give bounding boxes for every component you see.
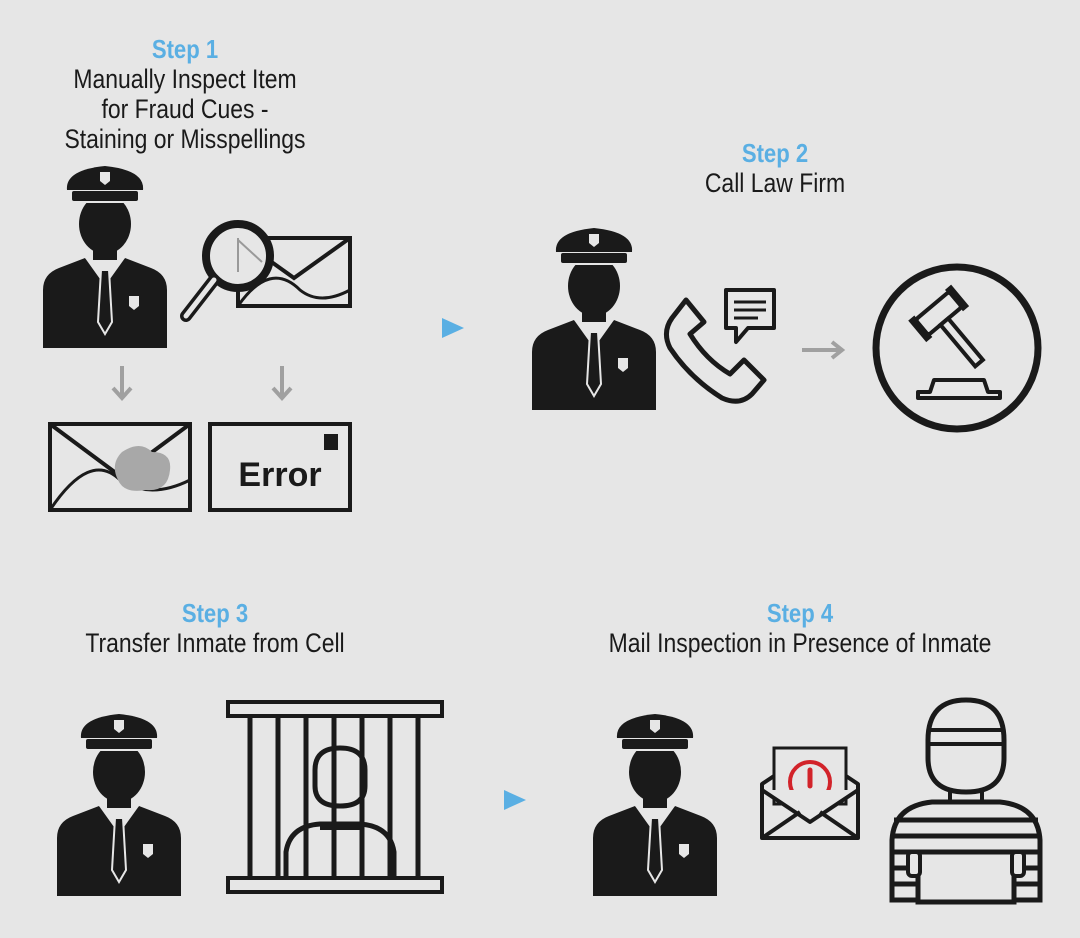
flow-arrow-icon: [442, 318, 464, 338]
stained-envelope-icon: [48, 422, 192, 512]
officer-icon-step-4: [592, 713, 718, 897]
step-3-block: Step 3 Transfer Inmate from Cell: [40, 598, 390, 658]
step-1-block: Step 1 Manually Inspect Item for Fraud C…: [20, 34, 350, 154]
down-arrow-icon: [111, 366, 293, 401]
officer-icon-step-3: [56, 713, 182, 897]
flow-arrow-icon: [504, 790, 526, 810]
inmate-icon: [889, 697, 1043, 905]
step-2-label: Step 2: [741, 138, 809, 168]
right-arrow-icon: [802, 340, 846, 360]
officer-icon-step-1: [42, 165, 168, 349]
step-4-label: Step 4: [766, 598, 834, 628]
phone-chat-icon: [664, 288, 776, 404]
gavel-icon: [872, 263, 1042, 433]
step-3-label: Step 3: [181, 598, 249, 628]
step-4-text: Mail Inspection in Presence of Inmate: [608, 628, 992, 658]
step-2-block: Step 2 Call Law Firm: [610, 138, 940, 198]
error-letter-icon: [208, 422, 352, 512]
step-1-text: Manually Inspect Item for Fraud Cues - S…: [64, 64, 306, 154]
step-3-text: Transfer Inmate from Cell: [85, 628, 345, 658]
step-1-label: Step 1: [151, 34, 219, 64]
step-4-block: Step 4 Mail Inspection in Presence of In…: [560, 598, 1040, 658]
envelope-magnifier-icon: [180, 220, 352, 322]
officer-icon-step-2: [531, 227, 657, 411]
alert-envelope-icon: [760, 746, 860, 840]
error-letter-text: Error: [238, 456, 321, 494]
step-2-text: Call Law Firm: [704, 168, 846, 198]
jail-cell-icon: [226, 700, 444, 894]
